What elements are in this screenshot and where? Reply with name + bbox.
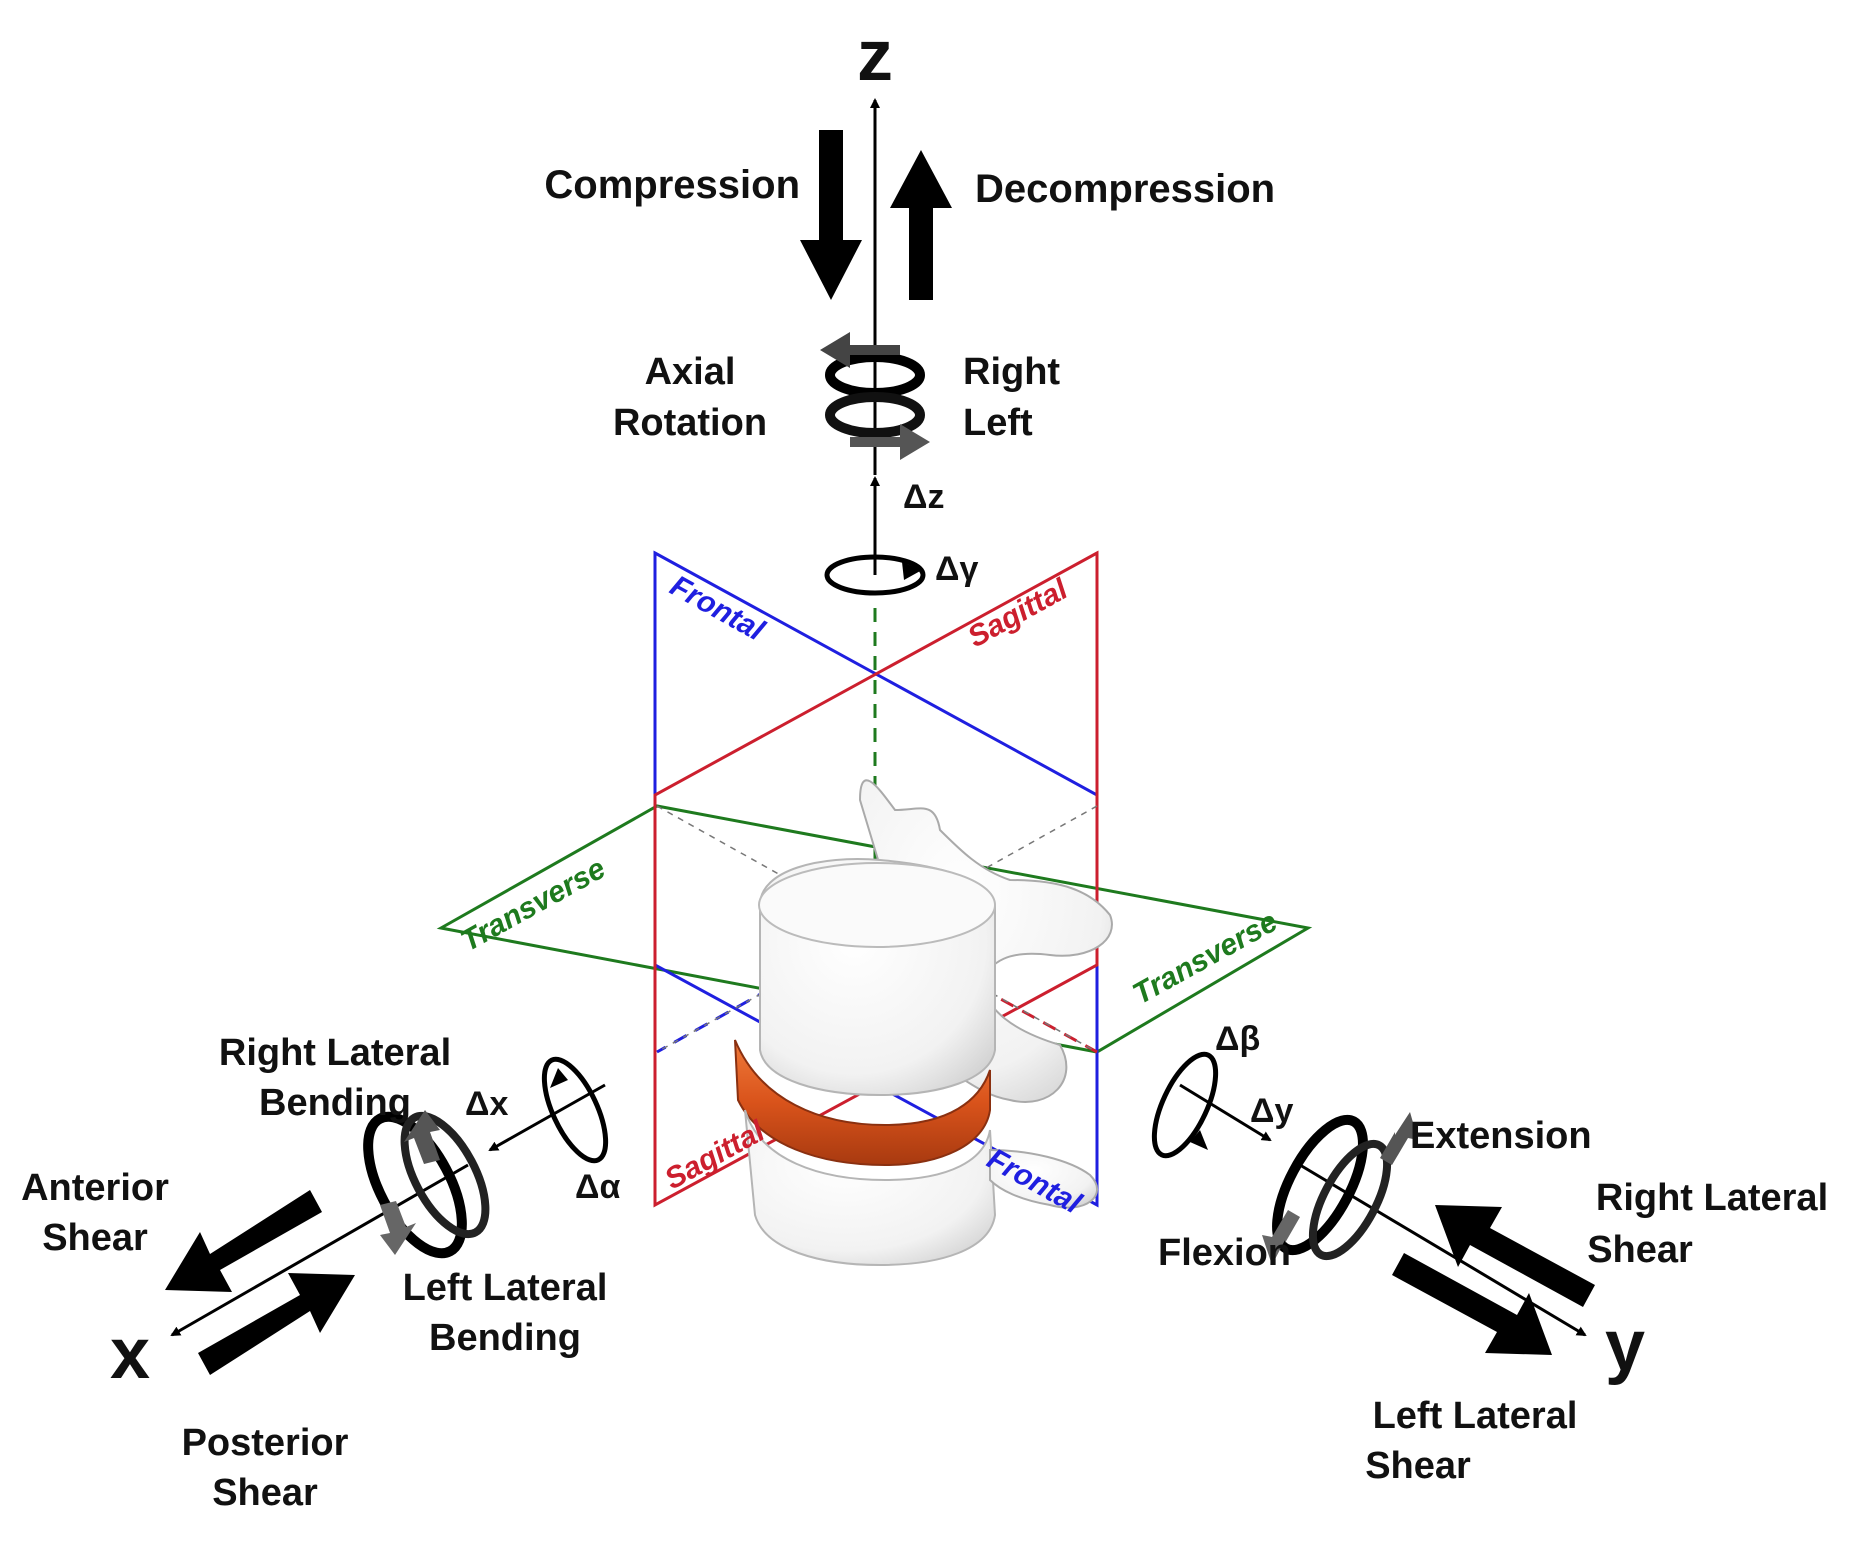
- rotation-right-label: Right: [963, 351, 1060, 393]
- flexion-extension-icon: [1262, 1112, 1418, 1265]
- decompression-arrow: [890, 150, 952, 300]
- delta-alpha-rotation-icon: [541, 1056, 609, 1164]
- anterior-shear-label-2: Shear: [42, 1217, 148, 1259]
- x-axis-group: x Δx Δα Right Lateral Bending Left Later…: [21, 1032, 620, 1514]
- right-lateral-bending-label-1: Right Lateral: [219, 1032, 451, 1074]
- compression-label: Compression: [544, 163, 800, 207]
- delta-x-arrow: [488, 1083, 606, 1152]
- axial-rotation-label-1: Axial: [645, 351, 736, 393]
- z-axis-label: z: [857, 16, 893, 96]
- sagittal-plane: [653, 550, 1099, 1208]
- vertebra-illustration: [734, 779, 1113, 1267]
- decompression-label: Decompression: [975, 167, 1275, 211]
- delta-beta-rotation-icon: [1151, 1051, 1219, 1159]
- right-lateral-shear-arrow: [1435, 1205, 1595, 1307]
- delta-gamma-label: Δγ: [935, 550, 978, 588]
- lateral-bending-icon: [363, 1110, 490, 1259]
- flexion-label: Flexion: [1158, 1232, 1291, 1274]
- axial-rotation-label-2: Rotation: [613, 402, 767, 444]
- left-lateral-shear-arrow: [1392, 1253, 1552, 1355]
- y-axis-label: y: [1605, 1306, 1645, 1386]
- rotation-left-label: Left: [963, 402, 1033, 444]
- right-lateral-shear-label-2: Shear: [1587, 1229, 1693, 1271]
- delta-beta-label: Δβ: [1215, 1020, 1260, 1058]
- delta-z-label: Δz: [903, 478, 944, 516]
- sagittal-label-top: Sagittal: [962, 572, 1073, 654]
- x-axis-label: x: [110, 1314, 150, 1394]
- anterior-shear-label-1: Anterior: [21, 1167, 169, 1209]
- posterior-shear-label-1: Posterior: [182, 1422, 349, 1464]
- left-lateral-bending-label-2: Bending: [429, 1317, 581, 1359]
- compression-arrow: [800, 130, 862, 300]
- right-lateral-shear-label-1: Right Lateral: [1596, 1177, 1828, 1219]
- axial-rotation-icon: [820, 332, 930, 460]
- right-lateral-bending-label-2: Bending: [259, 1082, 411, 1124]
- delta-x-label: Δx: [465, 1085, 508, 1123]
- y-axis-group: y Δy Δβ Extension Flexion Right Lateral …: [1151, 1020, 1828, 1487]
- left-lateral-shear-label-1: Left Lateral: [1373, 1395, 1578, 1437]
- delta-y-arrow: [1179, 1083, 1272, 1142]
- posterior-shear-arrow: [198, 1273, 355, 1375]
- anterior-shear-arrow: [165, 1190, 322, 1292]
- intervertebral-disc: [734, 1039, 991, 1167]
- extension-label: Extension: [1410, 1115, 1592, 1157]
- z-axis-group: z Compression Decompression Axial Rotati…: [544, 16, 1275, 596]
- left-lateral-shear-label-2: Shear: [1365, 1445, 1471, 1487]
- delta-alpha-label: Δα: [575, 1168, 620, 1206]
- posterior-shear-label-2: Shear: [212, 1472, 318, 1514]
- delta-gamma-rotation-icon: [824, 554, 926, 596]
- left-lateral-bending-label-1: Left Lateral: [403, 1267, 608, 1309]
- delta-y-label: Δy: [1250, 1092, 1293, 1130]
